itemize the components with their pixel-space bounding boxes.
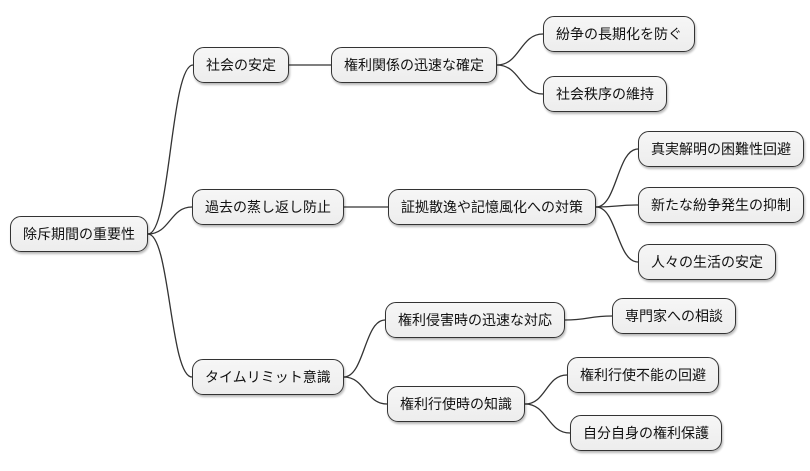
mindmap-node-b2c1l2: 新たな紛争発生の抑制 — [638, 187, 804, 223]
connector-b2c1-b2c1l3 — [595, 206, 639, 263]
connector-b3-b3c2 — [343, 376, 388, 405]
connector-b3-b3c1 — [343, 319, 386, 378]
mindmap-node-b3c1: 権利侵害時の迅速な対応 — [385, 302, 565, 338]
connector-b3c1-b3c1l1 — [564, 315, 613, 321]
mindmap-node-b1c1l2: 社会秩序の維持 — [543, 76, 667, 112]
mindmap-node-root: 除斥期間の重要性 — [10, 216, 148, 252]
mindmap-node-b3c2l1: 権利行使不能の回避 — [567, 357, 719, 393]
mindmap-node-b3c2: 権利行使時の知識 — [387, 386, 525, 422]
connector-b2c1-b2c1l2 — [595, 204, 639, 208]
mindmap-node-b2c1l1: 真実解明の困難性回避 — [638, 131, 804, 167]
mindmap-node-b1c1: 権利関係の迅速な確定 — [331, 47, 497, 83]
mindmap-node-b2: 過去の蒸し返し防止 — [192, 189, 344, 225]
connector-root-b3 — [147, 233, 193, 378]
connector-b1c1-b1c1l2 — [496, 64, 544, 95]
mindmap-node-b3: タイムリミット意識 — [192, 359, 344, 395]
connector-b1c1-b1c1l1 — [496, 33, 544, 66]
mindmap-node-b1: 社会の安定 — [193, 47, 289, 83]
mindmap-node-b1c1l1: 紛争の長期化を防ぐ — [543, 16, 695, 52]
connector-root-b2 — [147, 206, 193, 235]
mindmap-node-b2c1l3: 人々の生活の安定 — [638, 244, 776, 280]
mindmap-node-b3c2l2: 自分自身の権利保護 — [570, 415, 722, 451]
mindmap-node-b3c1l1: 専門家への相談 — [612, 298, 736, 334]
mindmap-node-b2c1: 証拠散逸や記憶風化への対策 — [388, 189, 596, 225]
connector-root-b1 — [147, 64, 194, 235]
connector-b2c1-b2c1l1 — [595, 148, 639, 208]
connector-b3c2-b3c2l1 — [524, 374, 568, 405]
connector-b3c2-b3c2l2 — [524, 403, 571, 434]
